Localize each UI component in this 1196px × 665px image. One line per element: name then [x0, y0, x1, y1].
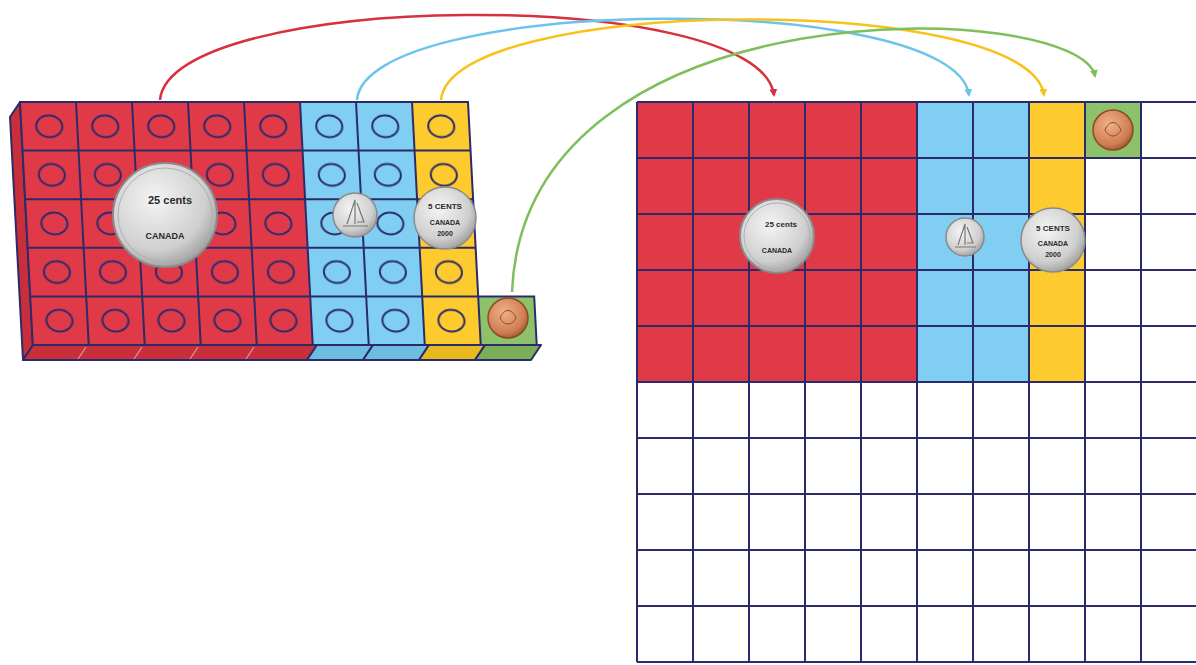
quarter-coin [740, 199, 814, 273]
dime-coin [946, 218, 984, 256]
hundred-grid [637, 102, 1196, 662]
nickel-coin [1021, 208, 1085, 272]
coin-inscription: 5 CENTS [1036, 225, 1070, 233]
coin-inscription: 2000 [1045, 251, 1061, 258]
coin-inscription: CANADA [1038, 240, 1068, 247]
cube-depth [10, 102, 541, 360]
nickel-coin [414, 187, 476, 249]
coins [113, 110, 1133, 338]
coin-inscription: 25 cents [148, 195, 192, 206]
linking-cubes [20, 102, 537, 345]
coin-inscription: CANADA [146, 232, 185, 241]
coin-inscription: 25 cents [765, 221, 797, 229]
red-arrow [160, 15, 774, 100]
quarter-coin [113, 163, 217, 267]
yellow-arrow [441, 19, 1044, 100]
coin-inscription: 5 CENTS [428, 203, 462, 211]
penny-coin [1093, 110, 1133, 150]
dime-coin [333, 193, 377, 237]
coin-inscription: CANADA [430, 219, 460, 226]
coin-inscription: CANADA [762, 247, 792, 254]
penny-coin [488, 298, 528, 338]
coin-inscription: 2000 [437, 230, 453, 237]
